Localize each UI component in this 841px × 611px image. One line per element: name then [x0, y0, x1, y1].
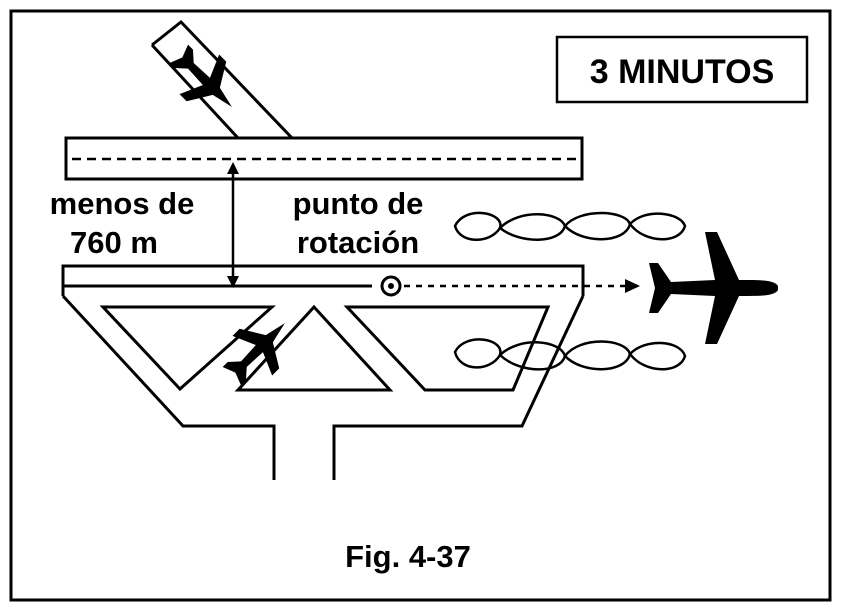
landing-aircraft-icon — [169, 44, 232, 107]
upper-wake-vortex-icon — [453, 211, 687, 241]
departure-path — [404, 279, 640, 293]
rotation-label-line1: punto de — [293, 186, 424, 221]
rotation-point-icon — [380, 275, 402, 297]
separation-label-line2: 760 m — [70, 225, 158, 260]
separation-label-line1: menos de — [50, 186, 195, 221]
separation-label: menos de 760 m — [50, 186, 195, 260]
badge-box — [555, 35, 809, 104]
figure-caption: Fig. 4-37 — [345, 539, 471, 574]
lower-runway-complex — [61, 264, 585, 480]
time-badge: 3 MINUTOS — [555, 35, 809, 104]
upper-runway — [64, 136, 584, 181]
taxiing-aircraft-icon — [222, 323, 285, 386]
badge-text: 3 MINUTOS — [590, 53, 775, 91]
rotation-label: punto de rotación — [293, 186, 424, 260]
rotation-label-line2: rotación — [297, 225, 419, 260]
departing-aircraft-icon — [649, 232, 778, 344]
separation-arrow — [227, 162, 239, 288]
lower-wake-vortex-icon — [453, 338, 687, 371]
